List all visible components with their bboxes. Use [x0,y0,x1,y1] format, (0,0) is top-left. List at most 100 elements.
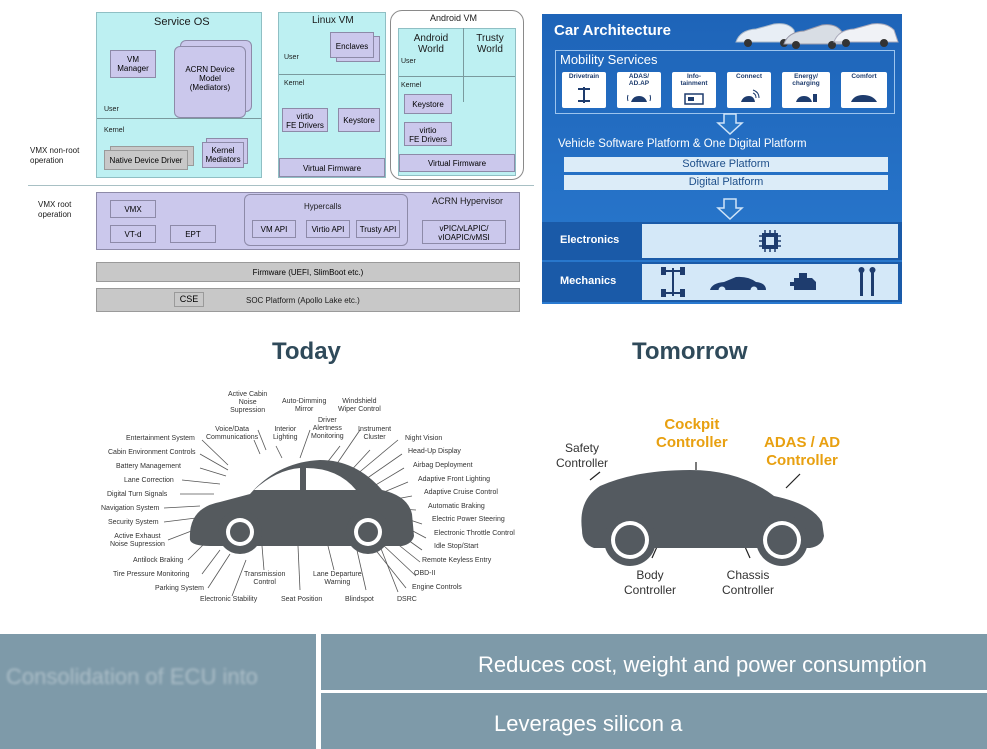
today-heading: Today [272,338,341,365]
safety-controller-text: Safety Controller [556,441,609,470]
car-arch-title: Car Architecture [554,22,671,39]
ecu-top-0: Active Cabin Noise Supression [228,391,268,414]
ecu-top-4: Driver Alertness Monitoring [311,417,344,440]
ecu-right-6: Electric Power Steering [432,516,505,523]
vm-manager-label: VM Manager [117,55,149,73]
service-infotainment-label: Info- tainment [680,73,708,87]
vmx-nonroot-label: VMX non-root operation [30,146,79,166]
service-comfort: Comfort [841,72,887,108]
ecu-left-5: Navigation System [101,505,160,512]
ecu-bottom-0: Electronic Stability [200,596,258,603]
android-keystore-box: Keystore [404,94,452,114]
service-drivetrain: Drivetrain [562,72,606,108]
trusty-api-box: Trusty API [356,220,400,238]
android-divider [399,76,515,77]
chassis-controller-label: Chassis Controller [722,568,774,598]
tomorrow-heading: Tomorrow [632,338,748,365]
sos-divider [97,118,261,119]
android-virtio-label: virtio FE Drivers [409,126,447,144]
android-virtio-box: virtio FE Drivers [404,122,452,146]
linux-firmware-box: Virtual Firmware [279,158,385,177]
cockpit-controller-label: Cockpit Controller [656,416,728,452]
device-model-label: ACRN Device Model (Mediators) [185,65,235,92]
vm-manager-box: VM Manager [110,50,156,78]
ecu-right-9: Remote Keyless Entry [422,557,492,564]
ecu-bottom-1: Transmission Control [244,571,286,586]
ecu-top-6: Instrument Cluster [358,426,392,441]
android-world-text: Android World [413,33,449,55]
cse-label: CSE [179,294,199,304]
ecu-left-0: Entertainment System [126,435,195,442]
down-arrow-2 [716,198,744,220]
connect-icon [741,89,760,102]
kernel-mediators-label: Kernel Mediators [205,146,241,164]
virtio-api-box: Virtio API [306,220,350,238]
service-connect: Connect [727,72,771,108]
vmx-root-label: VMX root operation [38,200,71,220]
native-driver-label: Native Device Driver [109,156,183,165]
ept-label: EPT [185,230,201,239]
android-keystore-label: Keystore [412,100,444,109]
comfort-icon [851,95,877,102]
sos-kernel-label: Kernel [104,127,125,134]
enclaves-box: Enclaves [330,32,374,58]
footer-right-top-text: Reduces cost, weight and power consumpti… [478,652,927,677]
vpic-label: vPIC/vLAPIC/ vIOAPIC/vMSI [438,224,490,242]
linux-divider [279,74,385,75]
service-adas: ADAS/ AD.AP [617,72,661,108]
car-body-icon [710,276,766,294]
ecu-right-8: Idle Stop/Start [434,543,479,550]
ecu-top-5: Windshield Wiper Control [338,398,381,413]
native-driver-box: Native Device Driver [104,150,188,170]
ecu-left-4: Digital Turn Signals [107,491,168,498]
service-charging: Energy/ charging [782,72,830,108]
acrn-hypervisor-title: ACRN Hypervisor [432,196,504,206]
infotainment-icon [684,93,704,105]
vm-api-box: VM API [252,220,296,238]
service-drivetrain-label: Drivetrain [568,73,600,80]
service-infotainment: Info- tainment [672,72,716,108]
service-charging-label: Energy/ charging [792,73,820,87]
service-connect-label: Connect [736,73,762,80]
vmx-nonroot-text: VMX non-root operation [30,146,80,165]
android-firmware-box: Virtual Firmware [399,154,515,172]
safety-controller-label: Safety Controller [556,441,608,471]
sos-user-label: User [104,106,119,113]
android-world-label: Android World [404,33,458,55]
linux-user-label: User [284,54,299,61]
axle-icon [661,267,685,297]
charging-icon [796,94,817,102]
chassis-controller-text: Chassis Controller [722,568,775,597]
firmware-bar: Firmware (UEFI, SlimBoot etc.) [96,262,520,282]
electronics-label: Electronics [560,234,620,246]
android-user-label: User [401,58,416,65]
android-world-split [463,28,464,102]
mobility-title: Mobility Services [560,52,658,67]
device-model-box: ACRN Device Model (Mediators) [174,46,246,118]
firmware-bar-label: Firmware (UEFI, SlimBoot etc.) [252,268,364,277]
android-vm-title: Android VM [430,13,478,23]
vpic-box: vPIC/vLAPIC/ vIOAPIC/vMSI [422,220,506,244]
vmx-box: VMX [110,200,156,218]
body-controller-text: Body Controller [624,568,677,597]
ecu-right-11: Engine Controls [412,584,462,591]
ecu-bottom-4: Blindspot [345,596,374,603]
soc-bar-label: SOC Platform (Apollo Lake etc.) [246,296,360,305]
drivetrain-icon [578,87,590,103]
service-comfort-label: Comfort [851,73,877,80]
linux-keystore-box: Keystore [338,108,380,132]
ecu-left-7: Active Exhaust Noise Supression [110,533,165,548]
vmx-label: VMX [124,205,142,214]
android-kernel-label: Kernel [401,82,422,89]
vm-api-label: VM API [260,225,288,234]
platform-title: Vehicle Software Platform & One Digital … [558,138,807,150]
ecu-right-4: Adaptive Cruise Control [424,489,498,496]
footer-horizontal-divider [321,690,987,693]
ept-box: EPT [170,225,216,243]
digital-platform-bar: Digital Platform [564,175,888,190]
ecu-left-6: Security System [108,519,159,526]
mechanics-label: Mechanics [560,275,617,287]
body-controller-label: Body Controller [624,568,676,598]
vtd-label: VT-d [124,230,142,239]
android-firmware-label: Virtual Firmware [427,159,487,168]
